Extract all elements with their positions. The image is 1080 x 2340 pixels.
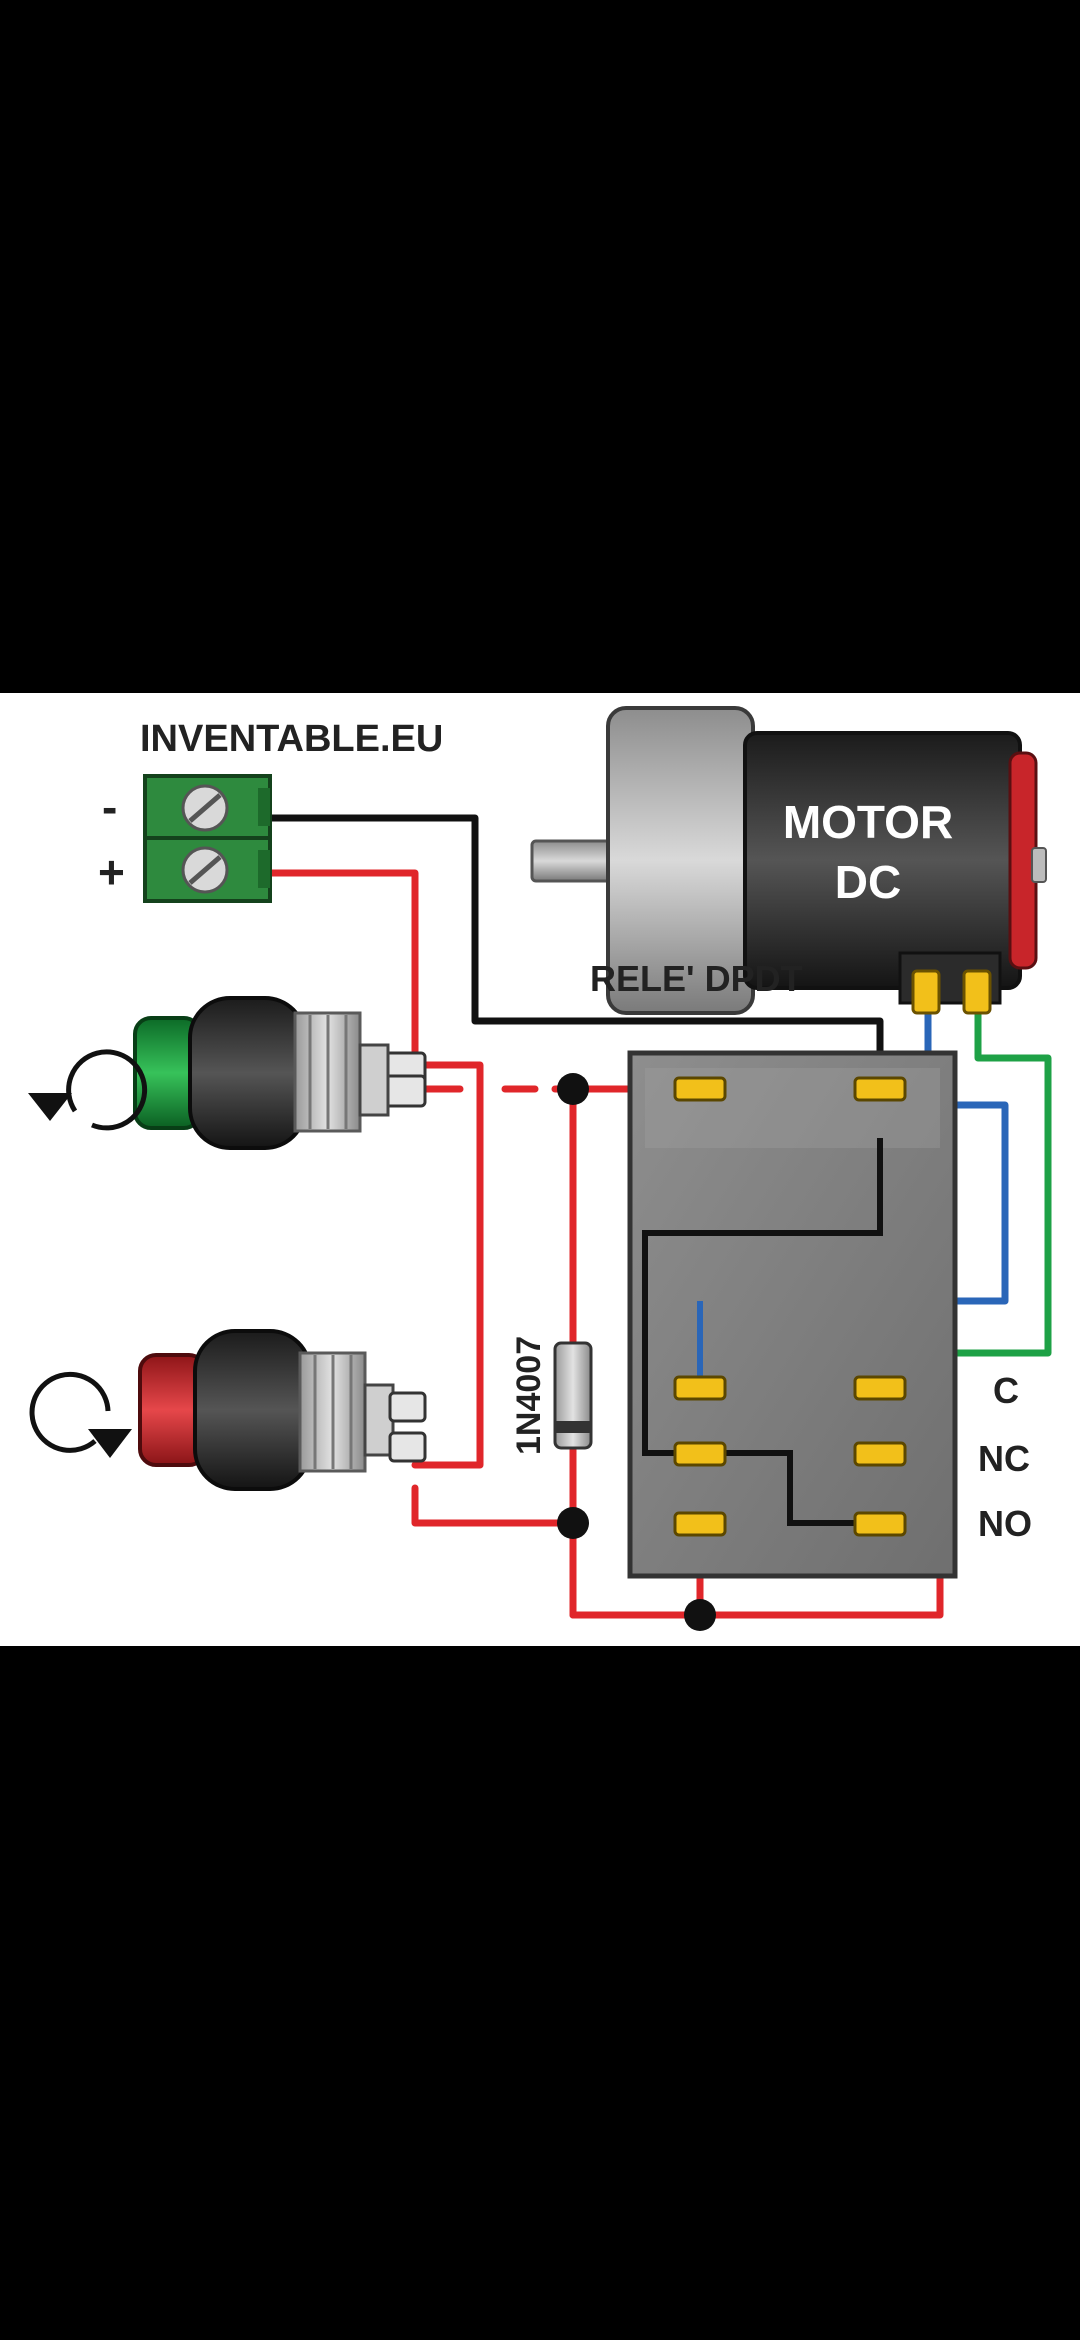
diode-label: 1N4007 [510, 1336, 548, 1455]
junctions [557, 1073, 716, 1631]
relay-pin-label-no: NO [978, 1503, 1032, 1544]
red-push-button [29, 1329, 427, 1491]
button-terminal [388, 1391, 427, 1423]
button-terminal [388, 1431, 427, 1463]
green-push-button [28, 996, 427, 1150]
relay-pin-c1 [673, 1375, 727, 1401]
diode-cathode-band [555, 1421, 591, 1433]
junction-dot [557, 1507, 589, 1539]
counterclockwise-arrow-icon [28, 1049, 148, 1131]
positive-wire-supply [266, 869, 484, 1469]
minus-terminal-label: - [102, 781, 117, 833]
screw-icon [181, 784, 229, 832]
motor-terminal [962, 969, 992, 1015]
relay-coil-pin [673, 1076, 727, 1102]
junction-dot [684, 1599, 716, 1631]
button-terminal [383, 1074, 427, 1108]
relay-pin-label-nc: NC [978, 1438, 1030, 1479]
motor-label-line1: MOTOR [783, 796, 953, 848]
relay-pin-no1 [673, 1511, 727, 1537]
motor-label-line2: DC [835, 856, 901, 908]
positive-wire-diode [411, 1085, 577, 1619]
relay-coil-pin [853, 1076, 907, 1102]
wiring-diagram: INVENTABLE.EU - + [0, 693, 1080, 1646]
screw-icon [181, 846, 229, 894]
terminal-block: INVENTABLE.EU - + [98, 718, 443, 903]
clockwise-arrow-icon [29, 1371, 132, 1458]
motor-terminal [911, 969, 941, 1015]
dpdt-relay: RELE' DPDT C NC NO [590, 958, 1032, 1579]
relay-pin-c2 [853, 1375, 907, 1401]
relay-pin-nc2 [853, 1441, 907, 1467]
wiring-diagram-svg: INVENTABLE.EU - + [28, 706, 1052, 1631]
dc-motor: MOTOR DC [530, 706, 1047, 1015]
relay-pin-nc1 [673, 1441, 727, 1467]
relay-pin-label-c: C [993, 1370, 1019, 1411]
relay-title: RELE' DPDT [590, 958, 803, 999]
relay-pin-no2 [853, 1511, 907, 1537]
brand-label: INVENTABLE.EU [140, 718, 443, 760]
diode-1n4007: 1N4007 [510, 1336, 593, 1455]
plus-terminal-label: + [98, 846, 125, 898]
junction-dot [557, 1073, 589, 1105]
